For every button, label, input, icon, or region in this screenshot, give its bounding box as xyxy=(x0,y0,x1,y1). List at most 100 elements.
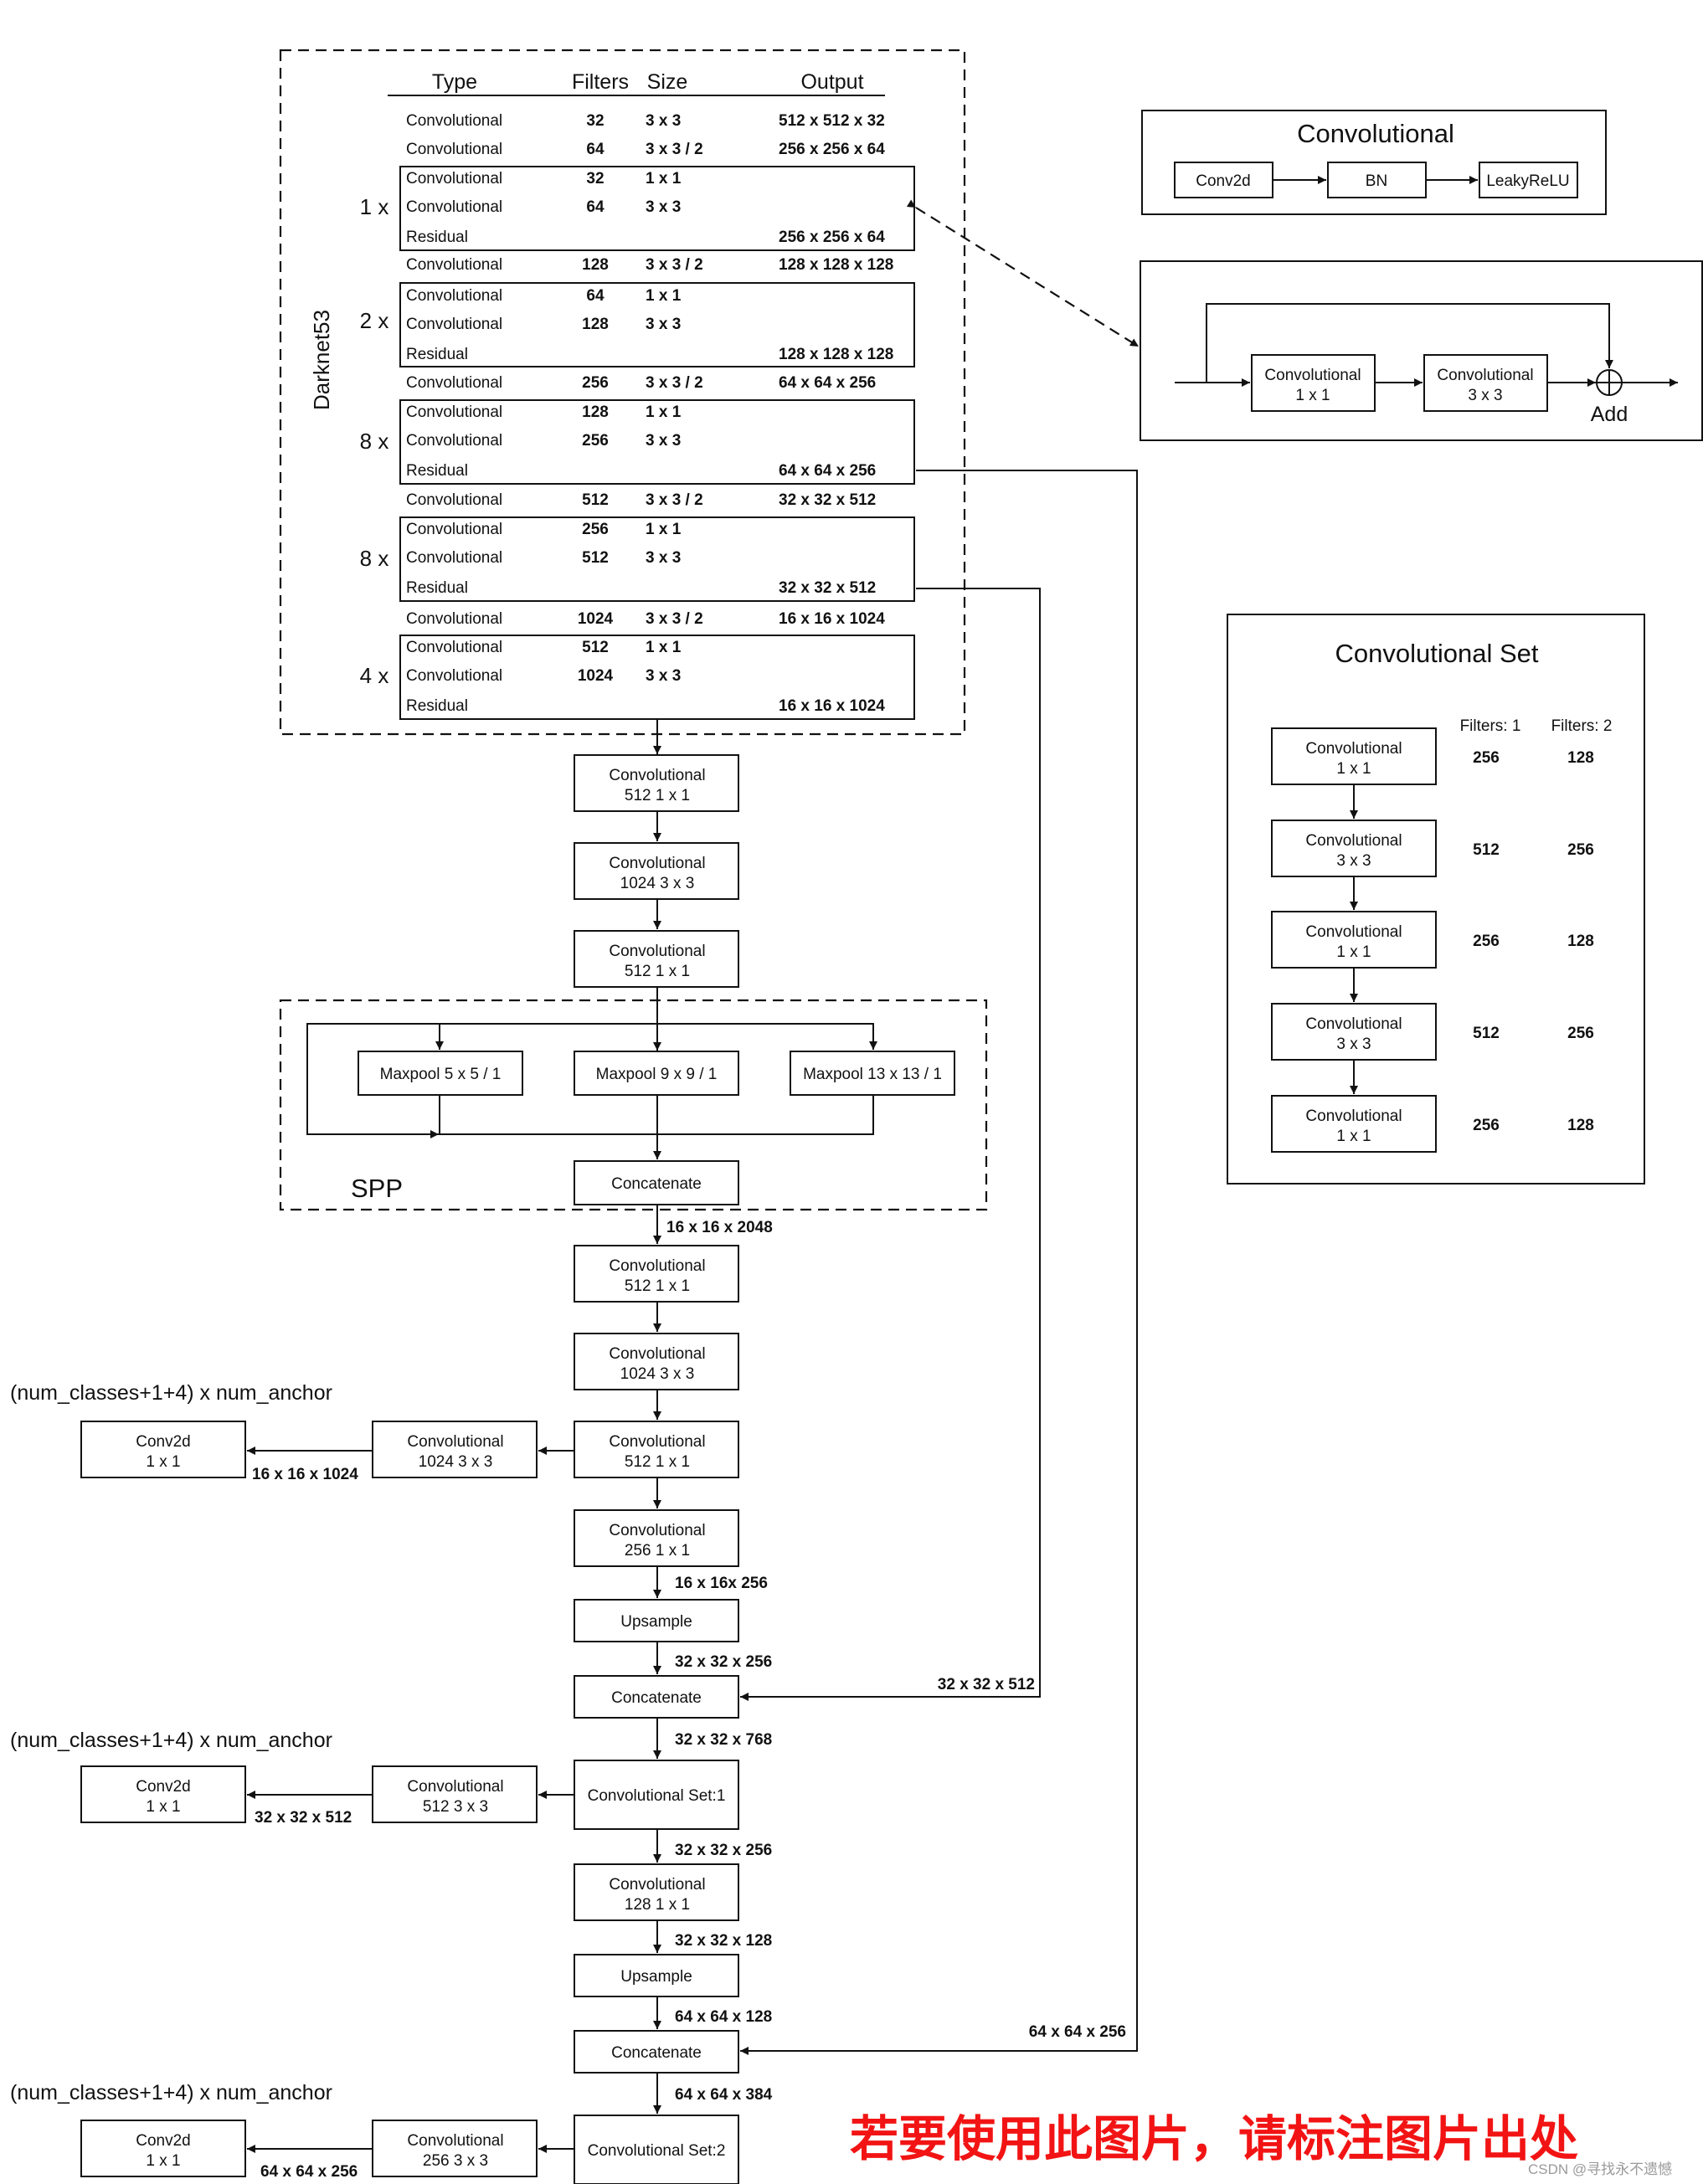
row-14-type: Convolutional xyxy=(406,521,502,538)
row-6-size: 1 x 1 xyxy=(646,287,682,305)
row-14-size: 1 x 1 xyxy=(646,521,682,538)
row-0-output: 512 x 512 x 32 xyxy=(779,112,885,130)
residual-conv1x1-name: Convolutional xyxy=(1264,367,1361,384)
residual-conv3x3-name: Convolutional xyxy=(1437,367,1533,384)
row-20-type: Residual xyxy=(406,697,468,715)
neck-conv-d-size: 512 1 x 1 xyxy=(625,1277,690,1295)
conv-set-col-filters1: Filters: 1 xyxy=(1460,717,1521,735)
conv-def-title: Convolutional xyxy=(1297,119,1454,148)
table-header-output: Output xyxy=(800,70,863,94)
row-0-filters: 32 xyxy=(586,112,604,130)
residual-conv3x3-size: 3 x 3 xyxy=(1468,387,1502,404)
convolutional-definition: Convolutional Conv2d BN LeakyReLU xyxy=(1141,110,1607,215)
head-2-shape: 32 x 32 x 512 xyxy=(255,1809,352,1827)
repeat-label-5: 4 x xyxy=(360,663,389,688)
conv-set-1-box xyxy=(574,1760,739,1830)
conv-set-block-4-size: 3 x 3 xyxy=(1336,1035,1371,1053)
row-11-filters: 256 xyxy=(582,432,609,450)
conv-set-block-4-filters2: 256 xyxy=(1567,1025,1594,1042)
row-2-size: 1 x 1 xyxy=(646,170,682,188)
row-5-filters: 128 xyxy=(582,256,609,274)
row-0-size: 3 x 3 xyxy=(646,112,681,130)
row-16-output: 32 x 32 x 512 xyxy=(779,579,876,597)
row-20-output: 16 x 16 x 1024 xyxy=(779,697,885,715)
row-10-size: 1 x 1 xyxy=(646,403,682,421)
conv-set-block-2-size: 3 x 3 xyxy=(1336,852,1371,870)
neck-conv-h-size: 128 1 x 1 xyxy=(625,1896,690,1914)
upsample-2-output-shape: 64 x 64 x 128 xyxy=(675,2008,772,2026)
residual-conv1x1-box xyxy=(1251,354,1376,412)
neck-conv-f-name: Convolutional xyxy=(609,1433,705,1451)
darknet53-label: Darknet53 xyxy=(309,310,334,410)
concat-1-label: Concatenate xyxy=(611,1689,702,1707)
head-1-conv-box xyxy=(372,1421,538,1478)
conv-set-block-1-filters2: 128 xyxy=(1567,749,1594,767)
residual-reference-link xyxy=(906,199,1140,347)
head-1-conv2d-size: 1 x 1 xyxy=(146,1453,180,1471)
convolutional-set-definition: Convolutional Set Filters: 1 Filters: 2 … xyxy=(1227,614,1645,1184)
head-3-conv-size: 256 3 x 3 xyxy=(423,2152,488,2170)
head-1-output-formula: (num_classes+1+4) x num_anchor xyxy=(10,1381,332,1405)
neck-conv-h-box xyxy=(574,1863,739,1921)
concat-2-label: Concatenate xyxy=(611,2044,702,2062)
conv-set-block-1-filters1: 256 xyxy=(1473,749,1500,767)
upsample-2-box xyxy=(574,1954,739,1997)
conv-set-block-5-box xyxy=(1271,1095,1437,1153)
row-15-type: Convolutional xyxy=(406,549,502,567)
neck-conv-c-size: 512 1 x 1 xyxy=(625,963,690,980)
row-13-output: 32 x 32 x 512 xyxy=(779,491,876,509)
maxpool-13-label: Maxpool 13 x 13 / 1 xyxy=(803,1066,942,1083)
conv-set-title: Convolutional Set xyxy=(1335,639,1539,668)
row-5-type: Convolutional xyxy=(406,256,502,274)
usage-watermark: 若要使用此图片，请标注图片出处 xyxy=(850,2110,1578,2167)
row-15-size: 3 x 3 xyxy=(646,549,681,567)
head-1: (num_classes+1+4) x num_anchor Conv2d 1 … xyxy=(10,1381,574,1483)
row-13-filters: 512 xyxy=(582,491,609,509)
spp-dashed-frame xyxy=(279,999,988,1211)
maxpool-13-box xyxy=(790,1051,955,1096)
maxpool-5-label: Maxpool 5 x 5 / 1 xyxy=(380,1066,502,1083)
row-14-filters: 256 xyxy=(582,521,609,538)
row-18-filters: 512 xyxy=(582,639,609,656)
head-3-conv-name: Convolutional xyxy=(407,2132,503,2150)
maxpool-9-box xyxy=(574,1051,739,1096)
spp-label: SPP xyxy=(351,1174,403,1203)
row-1-output: 256 x 256 x 64 xyxy=(779,141,885,158)
neck-conv-b-name: Convolutional xyxy=(609,855,705,872)
bn-step-label: BN xyxy=(1366,172,1387,190)
table-header-size: Size xyxy=(647,70,688,94)
row-16-type: Residual xyxy=(406,579,468,597)
row-1-size: 3 x 3 / 2 xyxy=(646,141,703,158)
row-13-size: 3 x 3 / 2 xyxy=(646,491,703,509)
bn-step-box xyxy=(1327,162,1427,198)
darknet53-dashed-frame xyxy=(279,49,966,736)
conv-set-block-2-name: Convolutional xyxy=(1305,832,1402,850)
maxpool-9-label: Maxpool 9 x 9 / 1 xyxy=(596,1066,718,1083)
conv2d-step-label: Conv2d xyxy=(1196,172,1251,190)
row-15-filters: 512 xyxy=(582,549,609,567)
neck-conv-e-box xyxy=(574,1333,739,1390)
residual-group-3-box xyxy=(399,399,915,485)
skip-route-32x32-shape: 32 x 32 x 512 xyxy=(938,1676,1035,1693)
neck-conv-f-size: 512 1 x 1 xyxy=(625,1453,690,1471)
darknet53-table: Darknet53 Type Filters Size Output 1 x 2… xyxy=(279,49,966,736)
row-12-output: 64 x 64 x 256 xyxy=(779,462,876,480)
neck-conv-e-size: 1024 3 x 3 xyxy=(620,1365,695,1383)
upsample-1-output-shape: 32 x 32 x 256 xyxy=(675,1653,772,1671)
head-2-conv-size: 512 3 x 3 xyxy=(423,1798,488,1816)
head-2-conv2d-size: 1 x 1 xyxy=(146,1798,180,1816)
row-1-type: Convolutional xyxy=(406,141,502,158)
head-3-conv2d-box xyxy=(80,2120,246,2177)
conv-set-col-filters2: Filters: 2 xyxy=(1551,717,1613,735)
row-9-size: 3 x 3 / 2 xyxy=(646,374,703,392)
head-1-conv-name: Convolutional xyxy=(407,1433,503,1451)
residual-skip-connection xyxy=(1206,303,1613,383)
conv-set-block-5-filters1: 256 xyxy=(1473,1117,1500,1134)
head-1-conv2d-name: Conv2d xyxy=(136,1433,191,1451)
row-3-size: 3 x 3 xyxy=(646,198,681,216)
head-1-conv2d-box xyxy=(80,1421,246,1478)
conv-set-block-3-size: 1 x 1 xyxy=(1336,943,1371,961)
neck-conv-g-box xyxy=(574,1509,739,1567)
residual-group-5-box xyxy=(399,635,915,720)
